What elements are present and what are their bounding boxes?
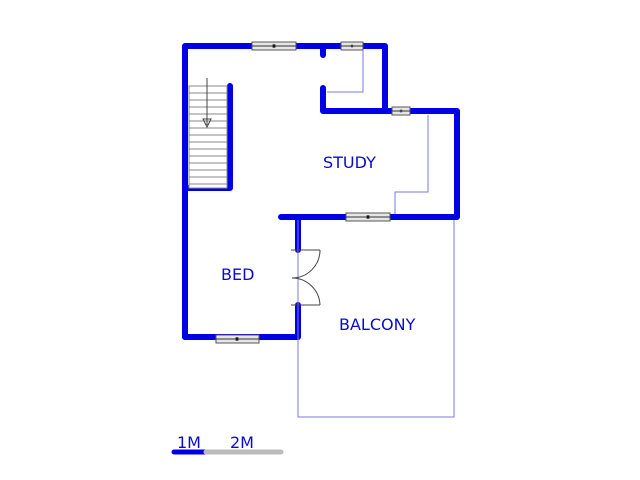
scale-label-2m: 2M: [230, 433, 254, 452]
room-label-balcony: BALCONY: [339, 315, 416, 334]
inner-wall-study: [320, 43, 388, 114]
outlines: [297, 50, 455, 418]
room-label-bed: BED: [221, 265, 255, 284]
room-label-study: STUDY: [323, 153, 376, 172]
scale-label-1m: 1M: [177, 433, 201, 452]
stairs: [188, 78, 228, 189]
balcony-outline: [297, 220, 455, 418]
door: [291, 249, 321, 306]
stair-arrow-icon: [202, 78, 212, 129]
windows: [215, 41, 411, 344]
